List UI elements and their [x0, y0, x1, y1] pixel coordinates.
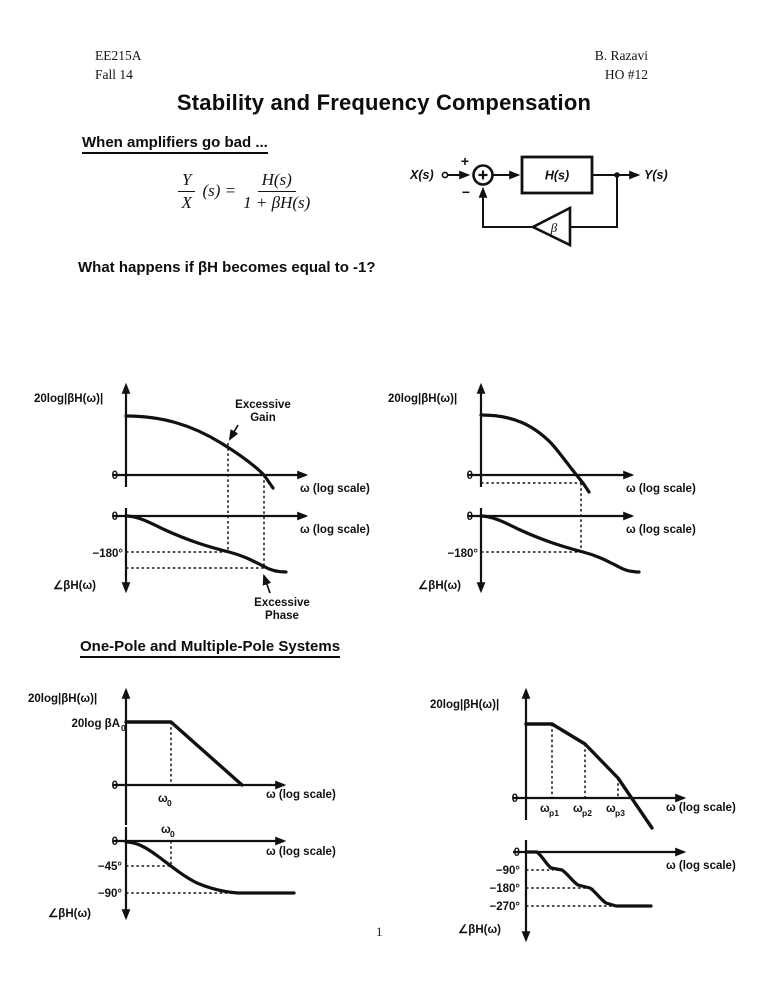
bl-phase-omega0-label: ω	[161, 824, 171, 836]
bl-mag-zero-tick: 0	[112, 780, 118, 792]
bl-minus-90-tick: −90°	[98, 888, 123, 900]
author-name: B. Razavi	[594, 48, 648, 63]
bode-plot-one-pole: 20log|βH(ω)| 20log βA 0 0 ω 0 ω (log sca…	[28, 687, 336, 921]
tl-gain-curve	[124, 414, 275, 490]
bode-plot-multi-pole: 20log|βH(ω)| 0 ω p1 ω p2 ω p3 ω (log sca…	[430, 687, 736, 943]
br-phase-axis-label: ∠βH(ω)	[458, 924, 501, 936]
tr-phase-axis-label: ∠βH(ω)	[418, 580, 461, 592]
tr-minus-180-tick: −180°	[447, 548, 478, 560]
tr-mag-axis-label: 20log|βH(ω)|	[388, 393, 457, 405]
tl-minus-180-tick: −180°	[92, 548, 123, 560]
tl-phase-curve	[124, 514, 288, 574]
tl-excessive-phase-line2: Phase	[265, 610, 299, 622]
tl-excessive-gain-line1: Excessive	[235, 399, 291, 411]
minus-sign: −	[462, 184, 470, 200]
tr-phase-freq-label: ω (log scale)	[626, 524, 696, 536]
tl-phase-axis-label: ∠βH(ω)	[53, 580, 96, 592]
br-mag-axis-label: 20log|βH(ω)|	[430, 699, 499, 711]
br-mag-zero-tick: 0	[512, 793, 518, 805]
feedback-wire-right	[570, 175, 618, 228]
tl-mag-zero-tick: 0	[112, 470, 118, 482]
summing-junction	[472, 164, 494, 186]
br-omega-p2: ω	[573, 803, 583, 815]
bl-mag-axis-label: 20log|βH(ω)|	[28, 693, 97, 705]
closed-loop-transfer-function: Y X (s) = H(s) 1 + βH(s)	[178, 170, 310, 212]
br-omega-p1-sub: p1	[549, 808, 559, 818]
tl-excessive-phase-arrow	[262, 573, 272, 594]
question-text: What happens if βH becomes equal to -1?	[78, 259, 376, 276]
feedback-gain-label: β	[550, 220, 558, 235]
br-omega-p3: ω	[606, 803, 616, 815]
br-minus-180-tick: −180°	[489, 883, 520, 895]
input-node	[441, 171, 449, 179]
bl-flat-gain-label: 20log βA	[71, 718, 120, 730]
section-heading-amplifiers: When amplifiers go bad ...	[82, 134, 268, 154]
lhs-denominator: X	[181, 192, 192, 212]
header-left: EE215A Fall 14	[95, 47, 142, 85]
lhs-fraction: Y X	[178, 170, 196, 212]
tr-mag-zero-tick: 0	[467, 470, 473, 482]
lhs-numerator: Y	[178, 170, 196, 192]
section-heading-poles: One-Pole and Multiple-Pole Systems	[80, 638, 341, 658]
tl-excessive-gain-arrow	[228, 424, 239, 441]
tl-mag-axis-label: 20log|βH(ω)|	[34, 393, 103, 405]
rhs-numerator: H(s)	[257, 170, 296, 192]
br-phase-curve	[524, 850, 653, 908]
br-minus-270-tick: −270°	[489, 901, 520, 913]
bode-plot-stable-case: 20log|βH(ω)| 0 ω (log scale) 0 −180° ∠βH…	[388, 382, 696, 594]
bl-phase-freq-label: ω (log scale)	[266, 846, 336, 858]
course-code: EE215A	[95, 48, 142, 63]
bl-phase-curve	[124, 840, 296, 895]
br-phase-zero-tick: 0	[514, 847, 520, 859]
output-signal-label: Y(s)	[644, 168, 668, 182]
header-right: B. Razavi HO #12	[500, 47, 648, 85]
bode-plot-excessive-gain-phase: 20log|βH(ω)| 0 Excessive Gain ω (log sca…	[34, 382, 370, 622]
bl-minus-45-tick: −45°	[98, 861, 123, 873]
br-omega-p3-sub: p3	[615, 808, 625, 818]
bl-flat-gain-sub: 0	[121, 723, 126, 733]
equation-argument-equals: (s) =	[202, 181, 237, 201]
br-omega-p1: ω	[540, 803, 550, 815]
rhs-denominator: 1 + βH(s)	[243, 192, 311, 212]
tl-mag-freq-label: ω (log scale)	[300, 483, 370, 495]
tr-phase-curve	[479, 514, 641, 574]
forward-block-label: H(s)	[545, 169, 569, 183]
bl-gain-curve	[124, 720, 244, 787]
page-title: Stability and Frequency Compensation	[176, 90, 592, 115]
bl-mag-freq-label: ω (log scale)	[266, 789, 336, 801]
br-phase-freq-label: ω (log scale)	[666, 860, 736, 872]
br-omega-p2-sub: p2	[582, 808, 592, 818]
input-signal-label: X(s)	[409, 168, 434, 182]
handout-number: HO #12	[604, 66, 648, 82]
tl-excessive-phase-line1: Excessive	[254, 597, 310, 609]
page-number: 1	[376, 924, 383, 939]
feedback-amplifier-triangle	[530, 205, 572, 248]
bl-phase-zero-tick: 0	[112, 836, 118, 848]
rhs-fraction: H(s) 1 + βH(s)	[243, 170, 310, 212]
bl-phase-omega0-sub: 0	[170, 829, 175, 839]
bl-omega0-label: ω	[158, 793, 168, 805]
tr-mag-freq-label: ω (log scale)	[626, 483, 696, 495]
tr-phase-zero-tick: 0	[467, 511, 473, 523]
bl-phase-axis-label: ∠βH(ω)	[48, 908, 91, 920]
br-mag-freq-label: ω (log scale)	[666, 802, 736, 814]
tl-phase-freq-label: ω (log scale)	[300, 524, 370, 536]
course-term: Fall 14	[95, 66, 133, 82]
bl-omega0-sub: 0	[167, 798, 172, 808]
br-minus-90-tick: −90°	[496, 865, 521, 877]
plus-sign: +	[461, 153, 469, 169]
tr-gain-curve	[479, 413, 591, 494]
feedback-wire-left	[478, 186, 533, 228]
feedback-block-diagram: X(s) + − H(s) Y(s) β	[409, 153, 668, 248]
tl-phase-zero-tick: 0	[112, 511, 118, 523]
tl-excessive-gain-line2: Gain	[250, 412, 276, 424]
